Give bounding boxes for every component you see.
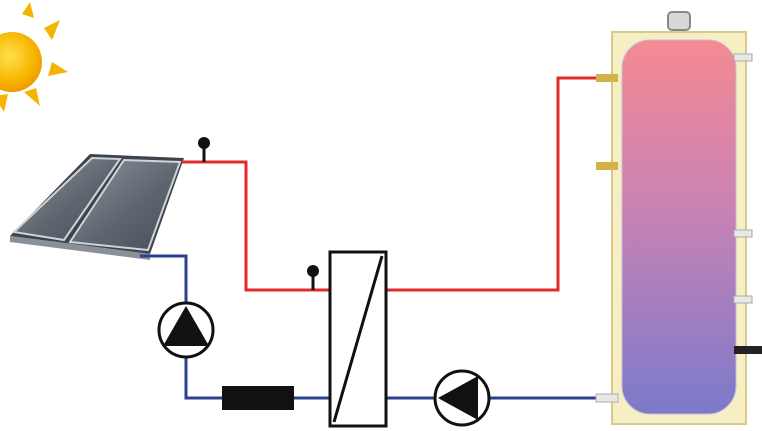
sun-icon [0,2,68,112]
solar-collector-icon [10,154,184,260]
pump-icon [433,369,491,427]
pump-icon [157,301,215,359]
expansion-vessel-icon [222,386,294,410]
air-vent-icon [198,137,210,162]
heat-exchanger-icon [328,250,388,428]
storage-tank-icon [595,11,762,425]
hot-pipe-primary [182,160,330,292]
hot-pipe-secondary [386,76,612,292]
air-vent-icon [307,265,319,290]
